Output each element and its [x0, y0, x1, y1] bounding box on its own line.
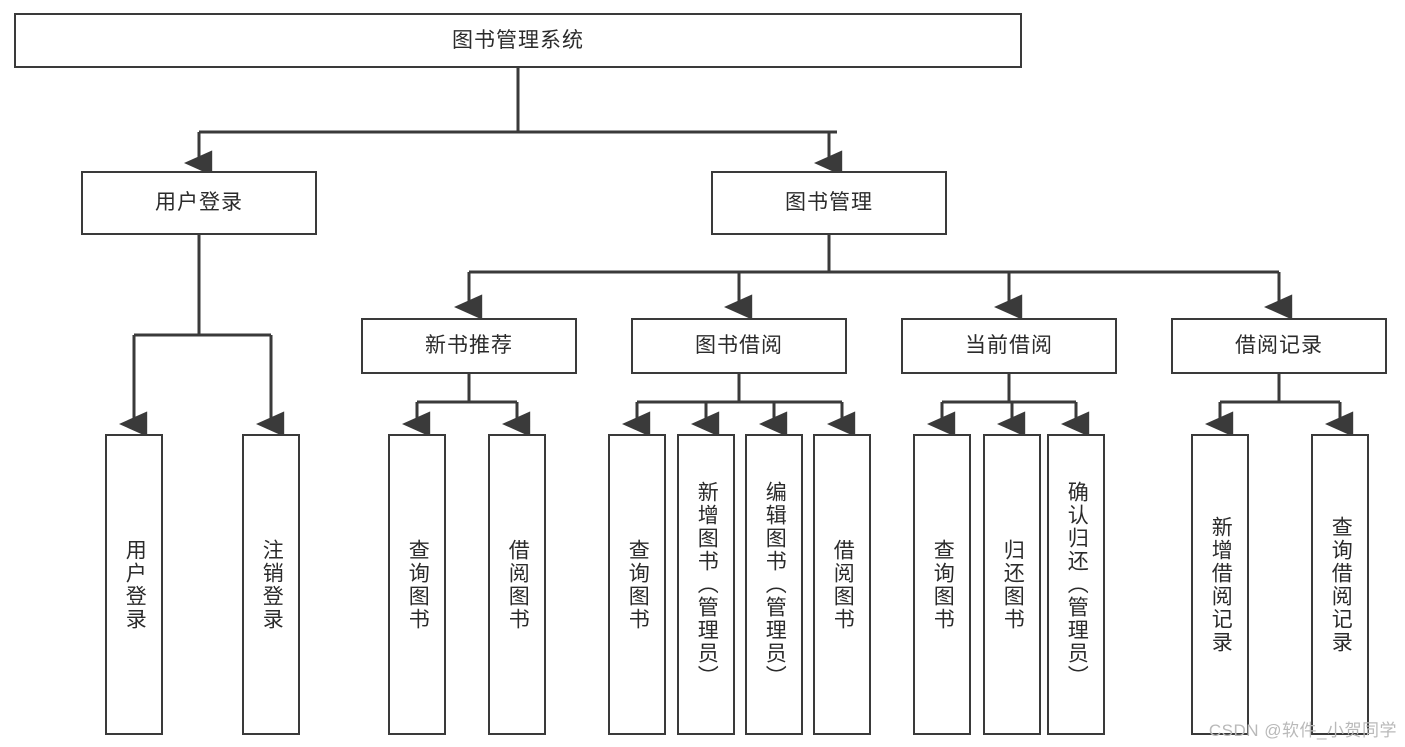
- leaf-current-borrow-confirm-return-admin[interactable]: 确认归还（管理员）: [1047, 434, 1105, 735]
- node-label: 查询图书: [626, 538, 650, 631]
- node-new-book-recommend[interactable]: 新书推荐: [361, 318, 577, 374]
- node-borrow-record[interactable]: 借阅记录: [1171, 318, 1387, 374]
- node-user-login[interactable]: 用户登录: [81, 171, 317, 235]
- leaf-book-borrow-add-book-admin[interactable]: 新增图书（管理员）: [677, 434, 735, 735]
- leaf-user-login-login[interactable]: 用户登录: [105, 434, 163, 735]
- leaf-borrow-record-add-record[interactable]: 新增借阅记录: [1191, 434, 1249, 735]
- node-label: 归还图书: [1001, 538, 1025, 631]
- node-label: 图书管理系统: [452, 28, 584, 52]
- watermark-text: CSDN @软件_小贺同学: [1208, 721, 1397, 740]
- leaf-new-book-borrow-book[interactable]: 借阅图书: [488, 434, 546, 735]
- node-label: 用户登录: [123, 538, 147, 631]
- node-label: 图书管理: [785, 191, 873, 215]
- node-label: 图书借阅: [695, 334, 783, 358]
- node-current-borrow[interactable]: 当前借阅: [901, 318, 1117, 374]
- leaf-book-borrow-query-book[interactable]: 查询图书: [608, 434, 666, 735]
- leaf-book-borrow-edit-book-admin[interactable]: 编辑图书（管理员）: [745, 434, 803, 735]
- leaf-user-login-logout[interactable]: 注销登录: [242, 434, 300, 735]
- leaf-book-borrow-borrow-book[interactable]: 借阅图书: [813, 434, 871, 735]
- node-label: 确认归还（管理员）: [1065, 481, 1089, 688]
- node-root-book-management-system[interactable]: 图书管理系统: [14, 13, 1022, 68]
- node-label: 新增借阅记录: [1209, 515, 1233, 654]
- node-label: 编辑图书（管理员）: [763, 481, 787, 688]
- node-label: 注销登录: [260, 538, 284, 631]
- node-book-borrow[interactable]: 图书借阅: [631, 318, 847, 374]
- node-label: 借阅图书: [831, 538, 855, 631]
- node-label: 查询图书: [931, 538, 955, 631]
- node-label: 新书推荐: [425, 334, 513, 358]
- leaf-new-book-query-book[interactable]: 查询图书: [388, 434, 446, 735]
- node-label: 查询图书: [406, 538, 430, 631]
- node-label: 用户登录: [155, 191, 243, 215]
- leaf-current-borrow-return-book[interactable]: 归还图书: [983, 434, 1041, 735]
- node-label: 当前借阅: [965, 334, 1053, 358]
- node-label: 查询借阅记录: [1329, 515, 1353, 654]
- node-book-management[interactable]: 图书管理: [711, 171, 947, 235]
- node-label: 借阅记录: [1235, 334, 1323, 358]
- leaf-borrow-record-query-record[interactable]: 查询借阅记录: [1311, 434, 1369, 735]
- node-label: 借阅图书: [506, 538, 530, 631]
- leaf-current-borrow-query-book[interactable]: 查询图书: [913, 434, 971, 735]
- node-label: 新增图书（管理员）: [695, 481, 719, 688]
